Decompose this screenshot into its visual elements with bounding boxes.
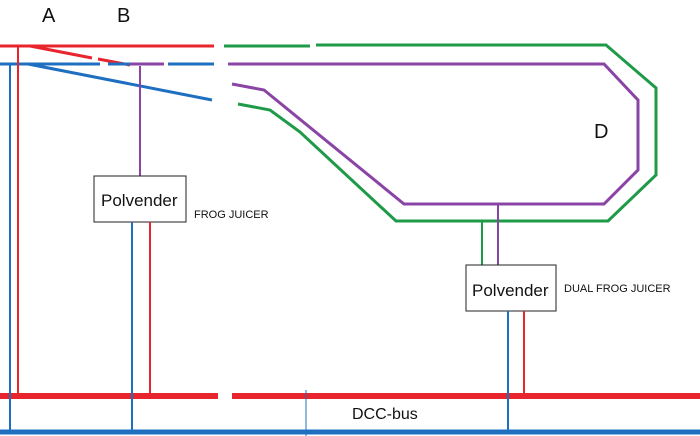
dcc-bus-label: DCC-bus	[352, 406, 418, 423]
main-feeders	[9, 46, 19, 432]
right-polvender-caption: DUAL FROG JUICER	[564, 283, 671, 295]
right-polvender-label: Polvender	[472, 281, 549, 300]
label-a: A	[42, 5, 56, 27]
left-polvender: Polvender FROG JUICER	[93, 175, 269, 432]
main-track-red	[0, 44, 214, 67]
left-polvender-caption: FROG JUICER	[194, 209, 269, 221]
blue-rail-diverging	[27, 62, 213, 102]
dcc-bus: DCC-bus	[0, 390, 700, 436]
right-polvender: Polvender DUAL FROG JUICER	[465, 204, 671, 432]
purple-frog-section	[130, 62, 640, 206]
right-polvender-box	[465, 264, 557, 312]
main-track-blue	[0, 62, 214, 102]
green-frog-section	[224, 43, 658, 223]
label-d: D	[594, 121, 608, 143]
left-polvender-box	[93, 175, 187, 223]
red-rail-diverging	[29, 44, 93, 60]
green-rail-loop	[237, 43, 658, 223]
left-polvender-label: Polvender	[101, 191, 178, 210]
purple-rail-loop	[228, 62, 640, 206]
label-b: B	[117, 5, 130, 27]
